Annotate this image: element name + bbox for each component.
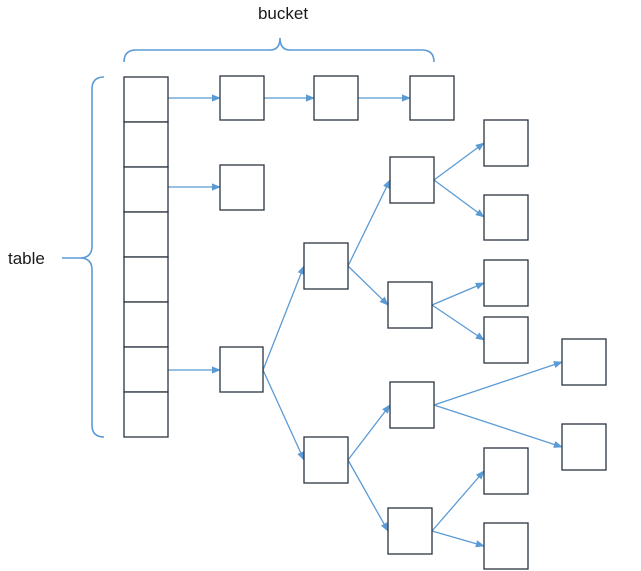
edge-d-leaf7 xyxy=(431,470,485,532)
bucket-node xyxy=(219,75,265,121)
table-slot xyxy=(123,76,169,123)
edge-lower-d xyxy=(347,459,389,532)
bucket-label: bucket xyxy=(258,4,308,23)
bucket-brace xyxy=(123,37,435,63)
edge-upper-b xyxy=(347,265,389,306)
table-slot xyxy=(123,121,169,168)
tree-leaf xyxy=(483,316,529,364)
connectors xyxy=(168,94,563,548)
table-slot xyxy=(123,211,169,258)
bucket-node xyxy=(313,75,359,121)
tree-node-root xyxy=(219,346,264,393)
table-slot xyxy=(123,256,169,303)
table-brace xyxy=(79,76,105,438)
tree-leaf xyxy=(483,522,529,570)
edge-upper-a xyxy=(347,179,391,267)
tree-leaf xyxy=(483,259,529,307)
edge-lower-c xyxy=(347,404,391,461)
bucket-node xyxy=(219,164,265,211)
table-label: table xyxy=(8,249,45,268)
tree-leaf xyxy=(561,338,607,386)
bucket-node xyxy=(409,75,455,121)
edge-b-leaf4 xyxy=(431,304,485,341)
tree-leaf xyxy=(483,447,529,495)
table-column xyxy=(123,76,169,438)
edge-c-leaf6 xyxy=(433,404,563,448)
tree-node xyxy=(387,281,433,329)
table-slot xyxy=(123,166,169,213)
tree-node xyxy=(303,436,349,484)
edge-root-upper xyxy=(262,265,305,371)
tree-node xyxy=(387,507,433,555)
table-slot xyxy=(123,301,169,348)
tree-leaf xyxy=(561,423,607,471)
tree-node xyxy=(389,156,435,204)
edge-b-leaf3 xyxy=(431,282,485,306)
tree-leaf xyxy=(483,119,529,167)
table-slot xyxy=(123,346,169,393)
edge-root-lower xyxy=(262,369,305,461)
edge-d-leaf8 xyxy=(431,530,485,548)
edge-a-leaf2 xyxy=(433,179,485,218)
edge-c-leaf5 xyxy=(433,361,563,406)
table-slot xyxy=(123,391,169,438)
tree-node xyxy=(389,381,435,429)
edge-a-leaf1 xyxy=(433,142,485,181)
tree-leaf xyxy=(483,194,529,241)
tree-node xyxy=(303,242,349,290)
red-black-tree xyxy=(219,119,607,570)
